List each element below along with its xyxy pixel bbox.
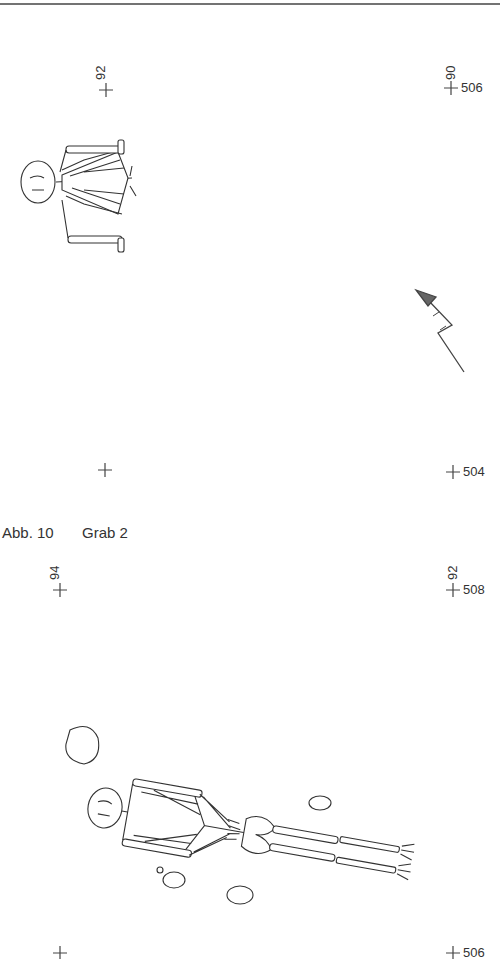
level-number: 90 <box>444 66 458 80</box>
stones <box>66 726 331 904</box>
level-number: 92 <box>94 66 108 80</box>
grid-coordinate: 506 <box>461 81 483 95</box>
grid-coordinate: 508 <box>463 583 485 597</box>
level-number: 92 <box>446 566 460 580</box>
figure-number: Abb. 10 <box>2 524 54 541</box>
top-rule <box>0 3 500 5</box>
skeleton-full <box>82 772 418 896</box>
skeleton-upper <box>21 140 136 252</box>
level-number: 94 <box>48 566 62 580</box>
grid-coordinate: 506 <box>463 946 485 959</box>
figure-title: Grab 2 <box>82 524 128 541</box>
grid-coordinate: 504 <box>463 465 485 479</box>
grid-crosses <box>53 81 460 959</box>
north-arrow <box>416 290 464 372</box>
